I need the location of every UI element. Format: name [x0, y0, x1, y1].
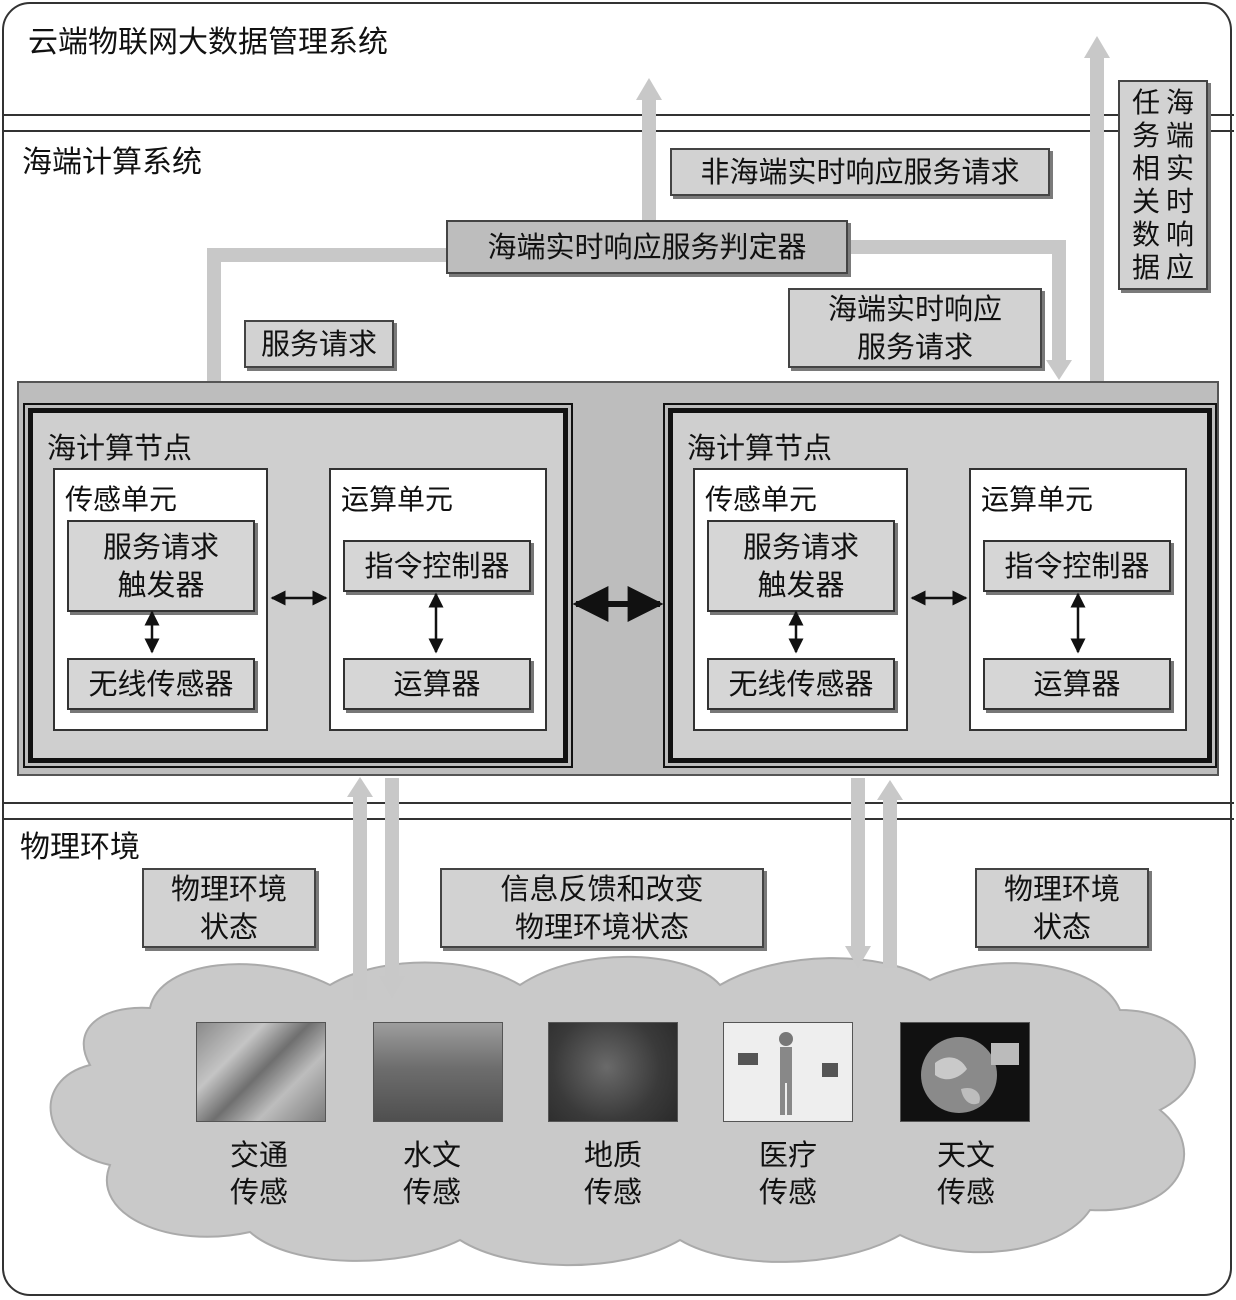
caption-line1: 交通: [199, 1137, 319, 1174]
physical-state-label-right: 物理环境 状态: [975, 868, 1149, 948]
geology-image: [548, 1022, 678, 1122]
traffic-image: [196, 1022, 326, 1122]
geology-sensing-caption: 地质 传感: [553, 1137, 673, 1211]
feedback-label: 信息反馈和改变 物理环境状态: [440, 868, 764, 948]
physical-state-line1: 物理环境: [171, 870, 287, 908]
physical-state-label-left: 物理环境 状态: [142, 868, 316, 948]
astronomy-sensing-caption: 天文 传感: [906, 1137, 1026, 1211]
caption-line2: 传感: [372, 1174, 492, 1211]
caption-line1: 地质: [553, 1137, 673, 1174]
astronomy-image: [900, 1022, 1030, 1122]
physical-state-line2: 状态: [1033, 908, 1091, 946]
feedback-line2: 物理环境状态: [515, 908, 689, 946]
caption-line1: 水文: [372, 1137, 492, 1174]
medical-sensing-caption: 医疗 传感: [728, 1137, 848, 1211]
human-figure-icon: [724, 1023, 852, 1121]
caption-line1: 医疗: [728, 1137, 848, 1174]
caption-line2: 传感: [906, 1174, 1026, 1211]
medical-image: [723, 1022, 853, 1122]
hydrology-image: [373, 1022, 503, 1122]
feedback-line1: 信息反馈和改变: [500, 870, 703, 908]
caption-line2: 传感: [553, 1174, 673, 1211]
caption-line2: 传感: [199, 1174, 319, 1211]
hydrology-sensing-caption: 水文 传感: [372, 1137, 492, 1211]
earth-globe-icon: [901, 1023, 1029, 1121]
physical-state-line2: 状态: [200, 908, 258, 946]
caption-line2: 传感: [728, 1174, 848, 1211]
traffic-sensing-caption: 交通 传感: [199, 1137, 319, 1211]
caption-line1: 天文: [906, 1137, 1026, 1174]
physical-state-line1: 物理环境: [1004, 870, 1120, 908]
